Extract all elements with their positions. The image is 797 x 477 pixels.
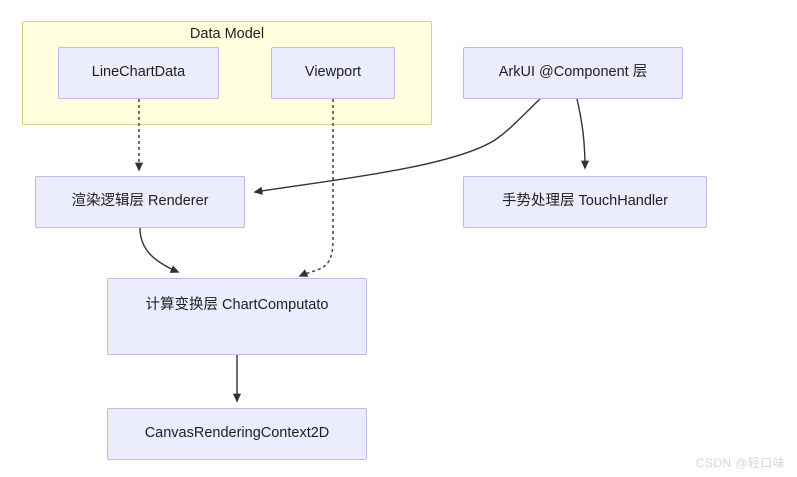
node-touchhandler-label: 手势处理层 TouchHandler [502, 193, 668, 210]
node-viewport[interactable]: Viewport [271, 47, 395, 99]
watermark: CSDN @轻口味 [695, 456, 785, 470]
node-chartcomputator[interactable]: 计算变换层 ChartComputato [107, 278, 367, 355]
node-canvasrenderingcontext2d-label: CanvasRenderingContext2D [144, 425, 330, 442]
node-arkui-component-label: ArkUI @Component 层 [498, 64, 648, 81]
node-touchhandler[interactable]: 手势处理层 TouchHandler [463, 176, 707, 228]
edge-arkui-to-touchhandler [576, 98, 590, 170]
node-chartcomputator-label: 计算变换层 ChartComputato [145, 297, 329, 313]
edge-viewport-to-computator [298, 99, 334, 277]
node-renderer-label: 渲染逻辑层 Renderer [71, 193, 209, 210]
node-canvasrenderingcontext2d[interactable]: CanvasRenderingContext2D [107, 408, 367, 460]
node-linechartdata[interactable]: LineChartData [58, 47, 219, 99]
node-viewport-label: Viewport [304, 64, 362, 81]
node-arkui-component[interactable]: ArkUI @Component 层 [463, 47, 683, 99]
node-linechartdata-label: LineChartData [91, 64, 186, 81]
cluster-data-model-title: Data Model [189, 26, 265, 42]
edge-renderer-to-computator [139, 227, 180, 273]
node-renderer[interactable]: 渲染逻辑层 Renderer [35, 176, 245, 228]
